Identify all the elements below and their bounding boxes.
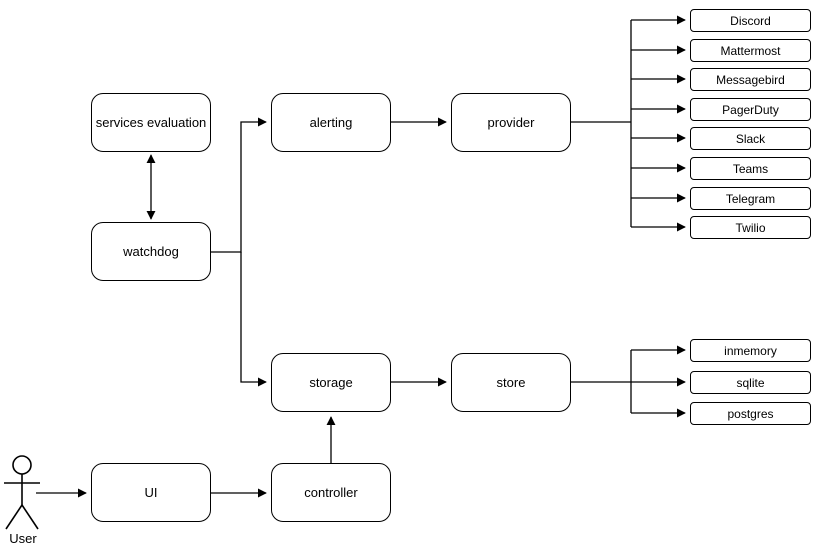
provider-telegram[interactable]: Telegram: [690, 187, 811, 210]
edge-watchdog-to-alerting: [211, 117, 267, 253]
provider-mattermost[interactable]: Mattermost: [690, 39, 811, 62]
provider-slack[interactable]: Slack: [690, 127, 811, 150]
store-postgres[interactable]: postgres: [690, 402, 811, 425]
edge-watchdog-to-storage: [240, 252, 267, 387]
node-provider[interactable]: provider: [451, 93, 571, 152]
node-storage[interactable]: storage: [271, 353, 391, 412]
store-sqlite[interactable]: sqlite: [690, 371, 811, 394]
provider-pagerduty[interactable]: PagerDuty: [690, 98, 811, 121]
provider-messagebird[interactable]: Messagebird: [690, 68, 811, 91]
provider-teams[interactable]: Teams: [690, 157, 811, 180]
node-controller[interactable]: controller: [271, 463, 391, 522]
node-alerting[interactable]: alerting: [271, 93, 391, 152]
user-actor-label: User: [9, 531, 37, 546]
provider-twilio[interactable]: Twilio: [690, 216, 811, 239]
stick-figure-icon: [4, 455, 40, 530]
node-services-evaluation[interactable]: services evaluation: [91, 93, 211, 152]
node-ui[interactable]: UI: [91, 463, 211, 522]
node-watchdog[interactable]: watchdog: [91, 222, 211, 281]
provider-discord[interactable]: Discord: [690, 9, 811, 32]
store-inmemory[interactable]: inmemory: [690, 339, 811, 362]
node-store[interactable]: store: [451, 353, 571, 412]
